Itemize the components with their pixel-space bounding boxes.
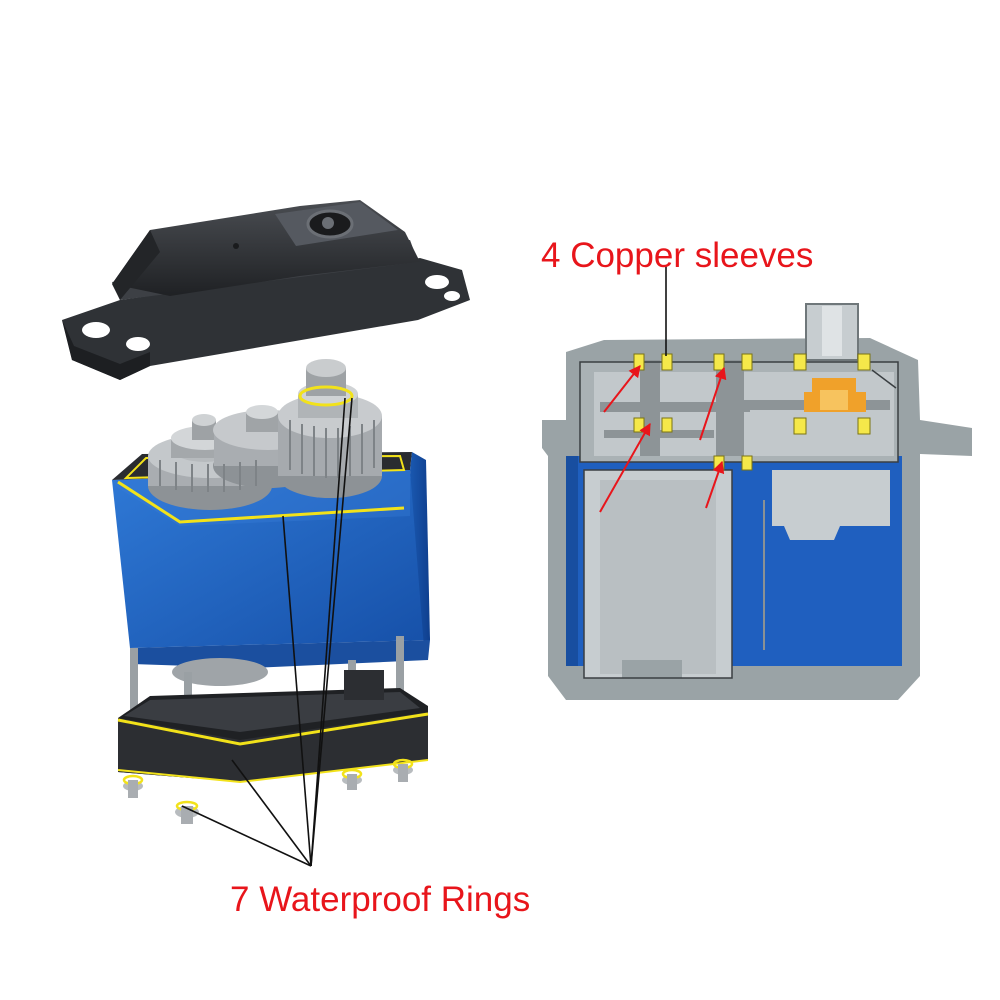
gear-train — [148, 359, 382, 510]
mount-hole — [82, 322, 110, 338]
waterproof-rings-label: 7 Waterproof Rings — [230, 880, 531, 919]
top-cover — [62, 200, 470, 380]
cross-section — [542, 266, 972, 700]
seal-ring-bottom — [117, 712, 429, 746]
rings-leader-lines — [181, 397, 353, 867]
sleeve-arrows — [599, 365, 727, 513]
copper-sleeves-label: 4 Copper sleeves — [541, 236, 814, 275]
copper-sleeves — [633, 353, 871, 471]
bottom-cover — [117, 670, 429, 784]
seal-ring-top — [117, 480, 405, 524]
screw-heads — [122, 758, 414, 824]
seal-ring-shaft — [298, 385, 354, 407]
exploded-servo — [62, 200, 470, 867]
